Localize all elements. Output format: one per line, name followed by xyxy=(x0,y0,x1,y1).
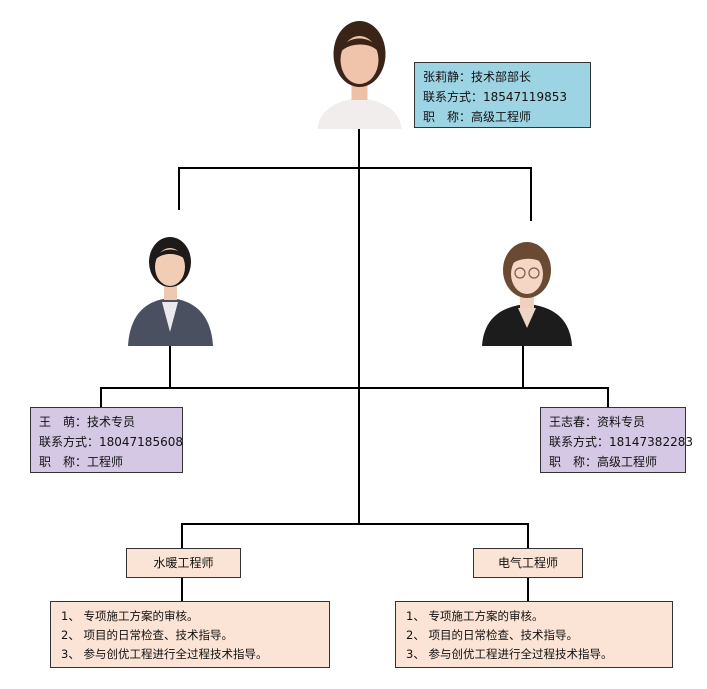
right-member-contact: 联系方式：18147382283 xyxy=(549,435,693,449)
right-member-name-title: 王志春：资料专员 xyxy=(549,415,646,429)
right-duty-drop xyxy=(527,577,529,602)
head-portrait xyxy=(308,12,411,129)
right-member-rank: 职 称：高级工程师 xyxy=(549,455,658,469)
right-duty-item: 3、 参与创优工程进行全过程技术指导。 xyxy=(406,647,613,661)
left-member-contact: 联系方式：18047185608 xyxy=(39,435,183,449)
right-member-portrait xyxy=(482,236,572,346)
left-member-info-card: 王 萌：技术专员 联系方式：18047185608 职 称：工程师 xyxy=(30,407,183,473)
left-role-box: 水暖工程师 xyxy=(126,548,241,578)
right-role-drop xyxy=(527,523,529,549)
head-info-card: 张莉静：技术部部长 联系方式：18547119853 职 称：高级工程师 xyxy=(414,62,591,128)
left-member-rank: 职 称：工程师 xyxy=(39,455,124,469)
bottom-branch-line xyxy=(181,523,529,525)
left-duty-drop xyxy=(181,577,183,602)
left-duty-item: 2、 项目的日常检查、技术指导。 xyxy=(61,628,233,642)
left-duty-item: 1、 专项施工方案的审核。 xyxy=(61,609,199,623)
left-duty-item: 3、 参与创优工程进行全过程技术指导。 xyxy=(61,647,268,661)
left-member-portrait xyxy=(126,232,215,346)
head-rank: 职 称：高级工程师 xyxy=(423,110,532,124)
head-name-title: 张莉静：技术部部长 xyxy=(423,70,532,84)
right-duty-item: 1、 专项施工方案的审核。 xyxy=(406,609,544,623)
left-member-name-title: 王 萌：技术专员 xyxy=(39,415,136,429)
right-card-drop xyxy=(607,387,609,408)
top-branch-line xyxy=(178,167,532,169)
left-duties-box: 1、 专项施工方案的审核。 2、 项目的日常检查、技术指导。 3、 参与创优工程… xyxy=(50,601,330,668)
right-member-info-card: 王志春：资料专员 联系方式：18147382283 职 称：高级工程师 xyxy=(540,407,693,473)
left-photo-drop xyxy=(169,346,171,388)
right-duties-box: 1、 专项施工方案的审核。 2、 项目的日常检查、技术指导。 3、 参与创优工程… xyxy=(395,601,673,668)
right-photo-drop xyxy=(522,346,524,388)
left-branch-drop xyxy=(178,167,180,210)
right-branch-drop xyxy=(530,167,532,221)
left-card-drop xyxy=(100,387,102,408)
mid-branch-line xyxy=(100,387,608,389)
trunk-line xyxy=(358,128,360,525)
left-role-drop xyxy=(181,523,183,549)
right-role-box: 电气工程师 xyxy=(473,548,583,578)
head-contact: 联系方式：18547119853 xyxy=(423,90,567,104)
right-duty-item: 2、 项目的日常检查、技术指导。 xyxy=(406,628,578,642)
